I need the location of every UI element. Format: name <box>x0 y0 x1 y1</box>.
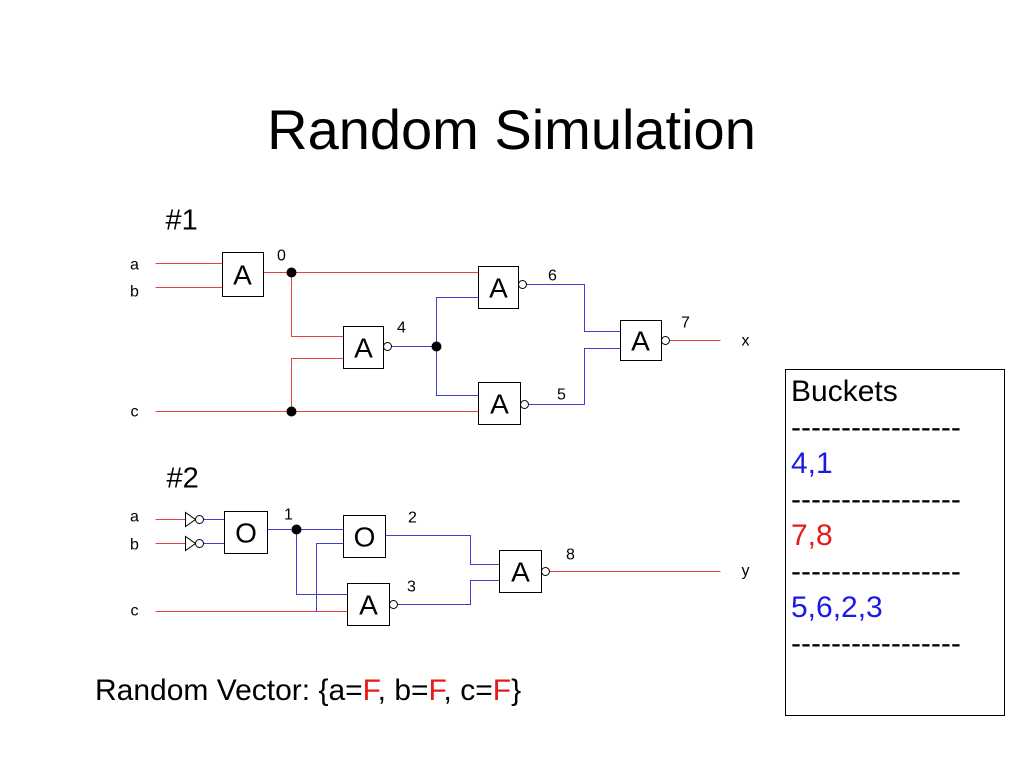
random-vector-close: } <box>511 674 522 707</box>
gate-type-label: A <box>511 557 530 588</box>
bucket-group: 4,1 <box>791 447 833 480</box>
wire-gate-2-output <box>385 535 500 565</box>
bucket-group: 5,6,2,3 <box>791 591 883 624</box>
buckets-heading: Buckets <box>791 375 898 408</box>
gate-body <box>620 320 662 361</box>
circuit-2: #2 a b c y <box>130 463 750 626</box>
inverter-bubble <box>383 342 392 351</box>
junction-dot <box>291 524 302 535</box>
wire-c-to-gate-4 <box>291 358 344 412</box>
gate-id-label: 6 <box>548 268 557 285</box>
slide-title: Random Simulation <box>267 98 756 161</box>
inverter-b <box>185 535 204 552</box>
buckets-panel: Buckets ----------------- 4,1 ----------… <box>785 369 1005 716</box>
inverter-bubble <box>518 280 527 289</box>
gate-body <box>343 515 386 558</box>
inverter-triangle <box>185 535 197 552</box>
bucket-separator: ----------------- <box>791 411 961 444</box>
gate-type-label: A <box>354 333 373 364</box>
input-label-a: a <box>130 509 139 526</box>
gate-type-label: A <box>359 590 378 621</box>
gate-type-label: A <box>489 273 508 304</box>
gate-body <box>478 382 521 425</box>
gate-6: A 6 <box>478 266 557 309</box>
inverter-bubble <box>195 539 204 548</box>
inverter-bubble <box>661 336 670 345</box>
output-label-x: x <box>742 333 750 350</box>
gate-type-label: A <box>631 326 650 357</box>
wire-gate-4-to-gate-5 <box>436 346 479 396</box>
gate-id-label: 4 <box>397 320 406 337</box>
gate-id-label: 0 <box>277 248 286 265</box>
output-label-y: y <box>742 563 750 580</box>
input-label-b: b <box>130 284 139 301</box>
bucket-group: 7,8 <box>791 519 833 552</box>
gate-type-label: O <box>235 518 257 549</box>
random-vector-value-b: F <box>428 674 444 707</box>
circuit-1: #1 a b c x <box>130 205 750 425</box>
gate-id-label: 5 <box>557 387 566 404</box>
gate-3: A 3 <box>347 579 416 626</box>
gate-8: A 8 <box>499 547 575 593</box>
gate-1: O 1 <box>224 507 293 554</box>
gate-5: A 5 <box>478 382 566 425</box>
random-vector-text: , c= <box>443 674 493 707</box>
bucket-separator: ----------------- <box>791 555 961 588</box>
wire-c-to-gate-2 <box>316 543 344 612</box>
inverter-bubble <box>389 600 398 609</box>
gate-body <box>499 550 542 593</box>
input-label-c: c <box>131 404 139 421</box>
inverter-bubble <box>541 567 550 576</box>
inverter-bubble <box>195 515 204 524</box>
gate-0: A 0 <box>222 248 286 297</box>
random-vector-label: Random Vector: {a= <box>95 674 363 707</box>
gate-7: A 7 <box>620 315 690 361</box>
gate-2: O 2 <box>343 510 417 558</box>
junction-dot <box>431 341 442 352</box>
junction-dot <box>286 267 297 278</box>
gate-id-label: 2 <box>408 510 417 527</box>
wire-gate-6-output <box>526 284 621 332</box>
input-label-b: b <box>130 537 139 554</box>
gate-type-label: A <box>490 389 509 420</box>
junction-dot <box>286 406 297 417</box>
random-vector-value-a: F <box>362 674 378 707</box>
gate-body <box>224 511 268 554</box>
input-label-a: a <box>130 257 139 274</box>
random-vector-text: , b= <box>377 674 429 707</box>
wire-gate-3-output <box>397 580 500 605</box>
gate-4: A 4 <box>343 320 406 369</box>
gate-body <box>347 583 390 626</box>
circuit-label: #2 <box>167 463 199 495</box>
random-vector-value-c: F <box>492 674 512 707</box>
bucket-separator: ----------------- <box>791 627 961 660</box>
inverter-bubble <box>520 400 529 409</box>
wire-gate-0-to-gate-4 <box>291 272 344 337</box>
random-vector: Random Vector: {a=F, b=F, c=F} <box>95 673 521 709</box>
inverter-a <box>185 511 204 528</box>
gate-body <box>478 266 519 309</box>
circuit-label: #1 <box>166 205 198 237</box>
gate-type-label: A <box>233 260 252 291</box>
inverter-triangle <box>185 511 197 528</box>
gate-body <box>222 252 264 297</box>
gate-body <box>343 326 384 369</box>
gate-id-label: 3 <box>407 579 416 596</box>
wire-gate-5-output <box>528 348 621 405</box>
gate-id-label: 8 <box>566 547 575 564</box>
input-label-c: c <box>131 603 139 620</box>
gate-type-label: O <box>354 522 376 553</box>
gate-id-label: 1 <box>284 507 293 524</box>
wire-gate-1-to-gate-3 <box>296 529 348 595</box>
bucket-separator: ----------------- <box>791 483 961 516</box>
wire-gate-4-to-gate-6 <box>436 297 479 347</box>
gate-id-label: 7 <box>681 315 690 332</box>
